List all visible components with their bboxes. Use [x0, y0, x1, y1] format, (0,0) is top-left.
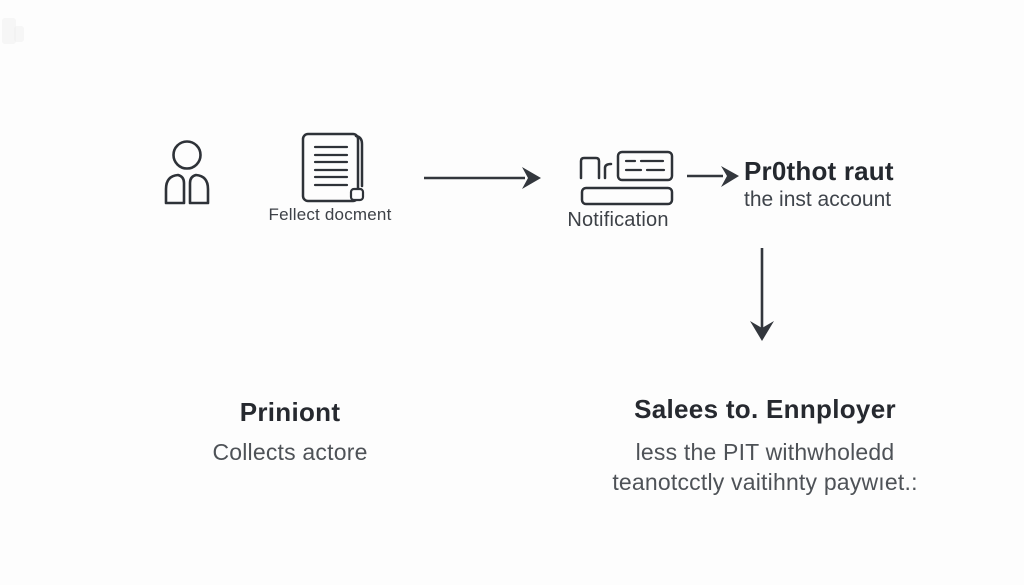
bottom-right-line1: less the PIT withwholedd — [635, 439, 895, 465]
bottom-left-title: Priniont — [239, 397, 341, 427]
arrow-right-icon — [424, 167, 541, 189]
payout-subtitle: the inst account — [744, 188, 892, 211]
notification-label: Notification — [567, 209, 669, 231]
arrow-right-small-icon — [687, 166, 739, 187]
bottom-left-subtitle: Collects actore — [212, 439, 368, 465]
document-icon — [301, 132, 365, 203]
notification-icon — [579, 150, 674, 206]
edge-smudge — [14, 26, 24, 42]
bottom-right-line2: teanotcctly vaitihnty paywıet.: — [612, 469, 918, 495]
edge-smudge — [2, 18, 16, 44]
document-label: Fellect docment — [268, 205, 392, 224]
bottom-right-title: Salees to. Ennployer — [634, 394, 896, 424]
payout-title: Pr0thot raut — [744, 156, 894, 186]
arrow-down-icon — [750, 248, 774, 341]
person-icon — [164, 140, 210, 205]
